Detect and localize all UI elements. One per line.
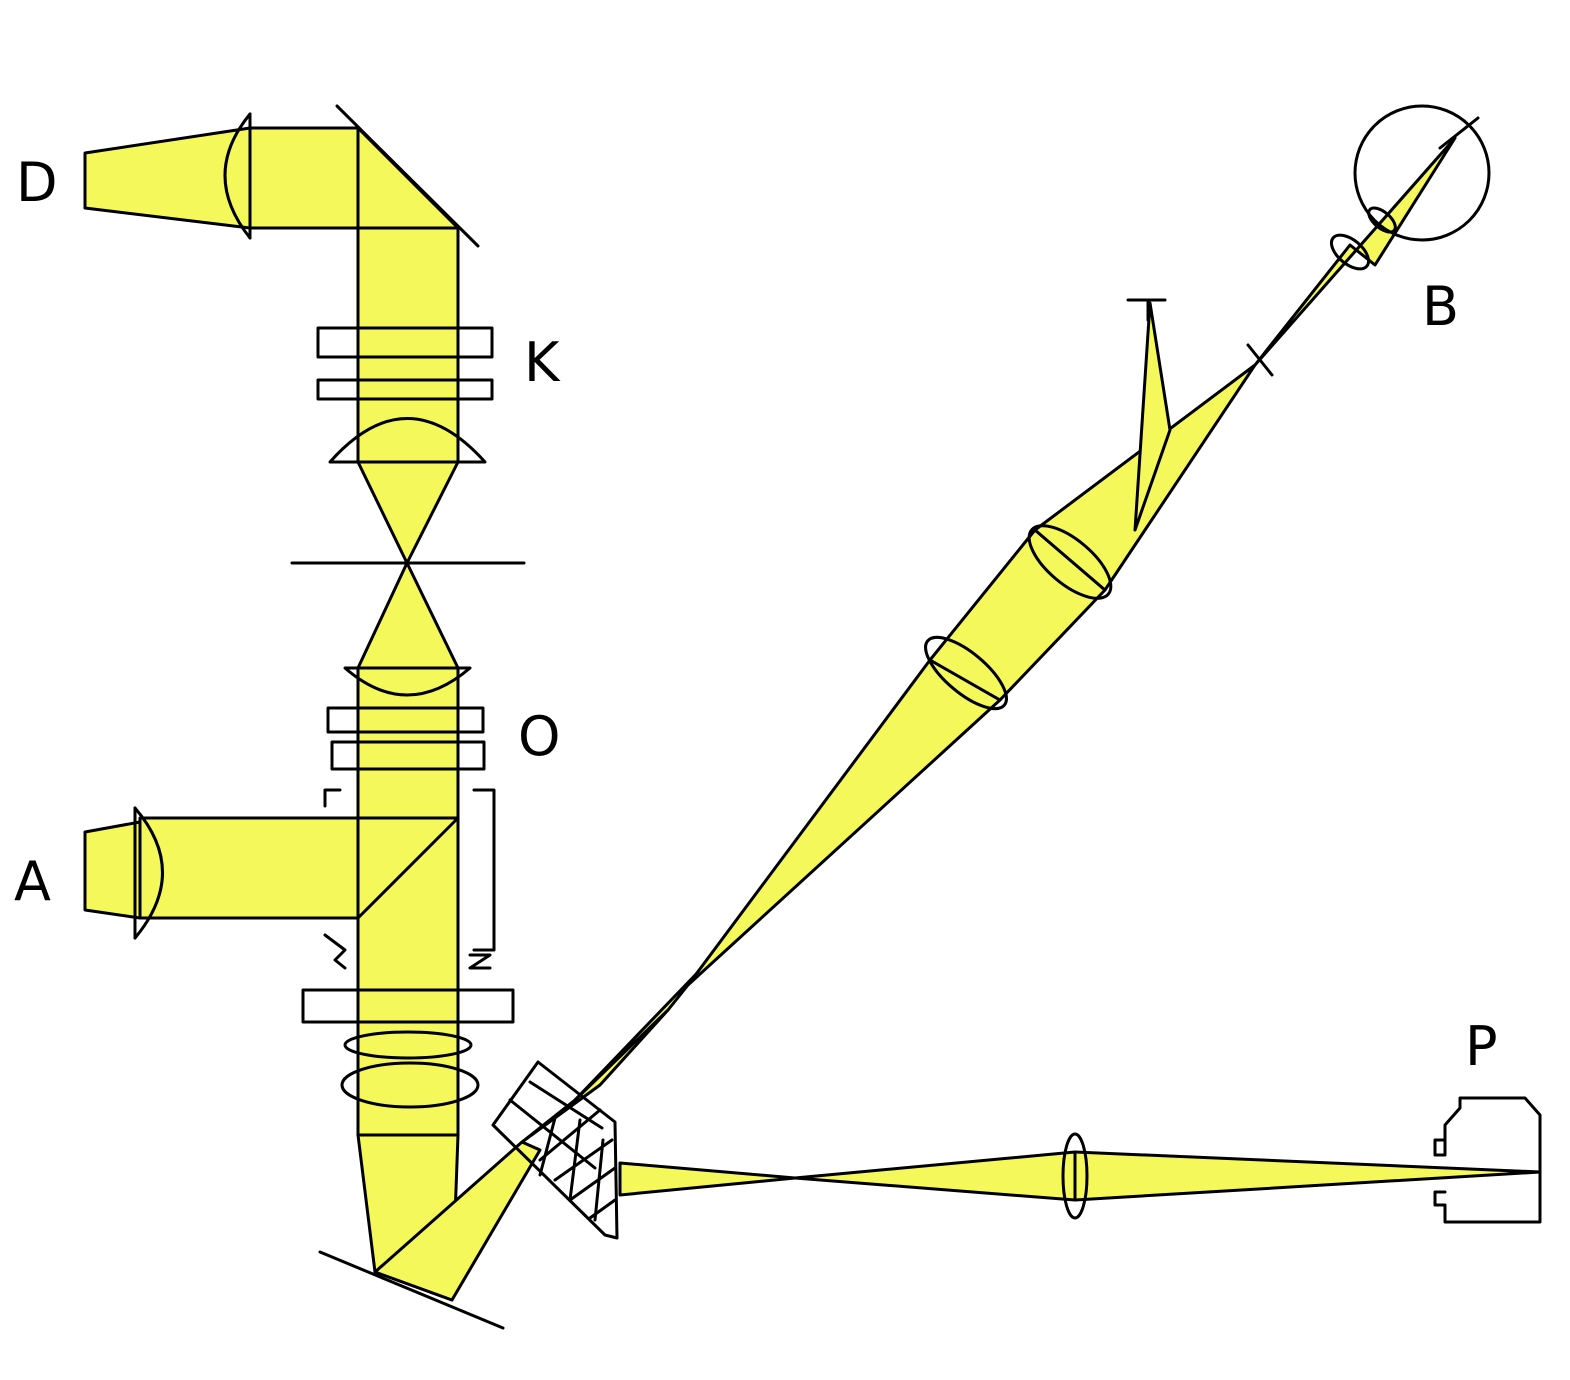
plate-o-1 <box>326 706 485 734</box>
plate-k-2 <box>316 378 494 401</box>
lens-d <box>223 112 252 240</box>
label-a: A <box>14 850 51 913</box>
prism-facets <box>508 1080 617 1222</box>
beam-p-middle <box>793 1150 1077 1202</box>
beam-p-near <box>618 1161 797 1197</box>
lens-eye-2 <box>1367 206 1397 234</box>
beam-splitter <box>356 816 460 920</box>
lens-eyepiece-1 <box>1027 524 1113 600</box>
eye-b-retina <box>1438 116 1480 150</box>
component-layer <box>133 104 1542 1330</box>
camera-p <box>1433 1096 1542 1224</box>
beam-a-collimated <box>138 816 360 920</box>
lens-eyepiece-2 <box>924 635 1008 711</box>
lens-eye-1 <box>1329 233 1371 271</box>
beam-cone-lower <box>356 561 460 670</box>
bracket-left-bottom <box>323 933 347 970</box>
lens-condenser <box>328 417 487 464</box>
mirror-top <box>335 104 480 248</box>
label-o: O <box>518 705 561 768</box>
mirror-bottom <box>318 1250 505 1330</box>
label-p: P <box>1465 1015 1498 1078</box>
prism <box>491 1060 619 1240</box>
plate-k-1 <box>316 326 494 359</box>
eye-b <box>1353 104 1491 242</box>
beam-p-far <box>1073 1150 1542 1202</box>
beam-a-input <box>83 820 142 920</box>
beam-reticle <box>1133 301 1172 532</box>
lens-tube-1 <box>343 1030 473 1060</box>
bracket-right <box>472 788 496 952</box>
bracket-left-top <box>323 788 342 808</box>
lens-a <box>133 806 164 940</box>
beam-diagonal-1 <box>373 1140 542 1302</box>
beam-long-upper <box>686 658 1002 987</box>
plate-lower <box>301 988 515 1024</box>
label-d: D <box>16 151 58 214</box>
beam-layer <box>83 126 1542 1302</box>
crossing-mark <box>1246 343 1274 377</box>
plate-o-2 <box>330 740 486 771</box>
beam-d-collimated <box>248 126 360 230</box>
beam-long-lower <box>573 968 702 1102</box>
lens-objective <box>343 666 472 697</box>
lens-tube-2 <box>340 1061 480 1109</box>
label-b: B <box>1422 275 1460 338</box>
label-k: K <box>524 331 560 394</box>
beam-cone-upper <box>356 460 460 565</box>
lens-p <box>1061 1132 1089 1220</box>
bracket-right-bottom <box>468 953 492 970</box>
